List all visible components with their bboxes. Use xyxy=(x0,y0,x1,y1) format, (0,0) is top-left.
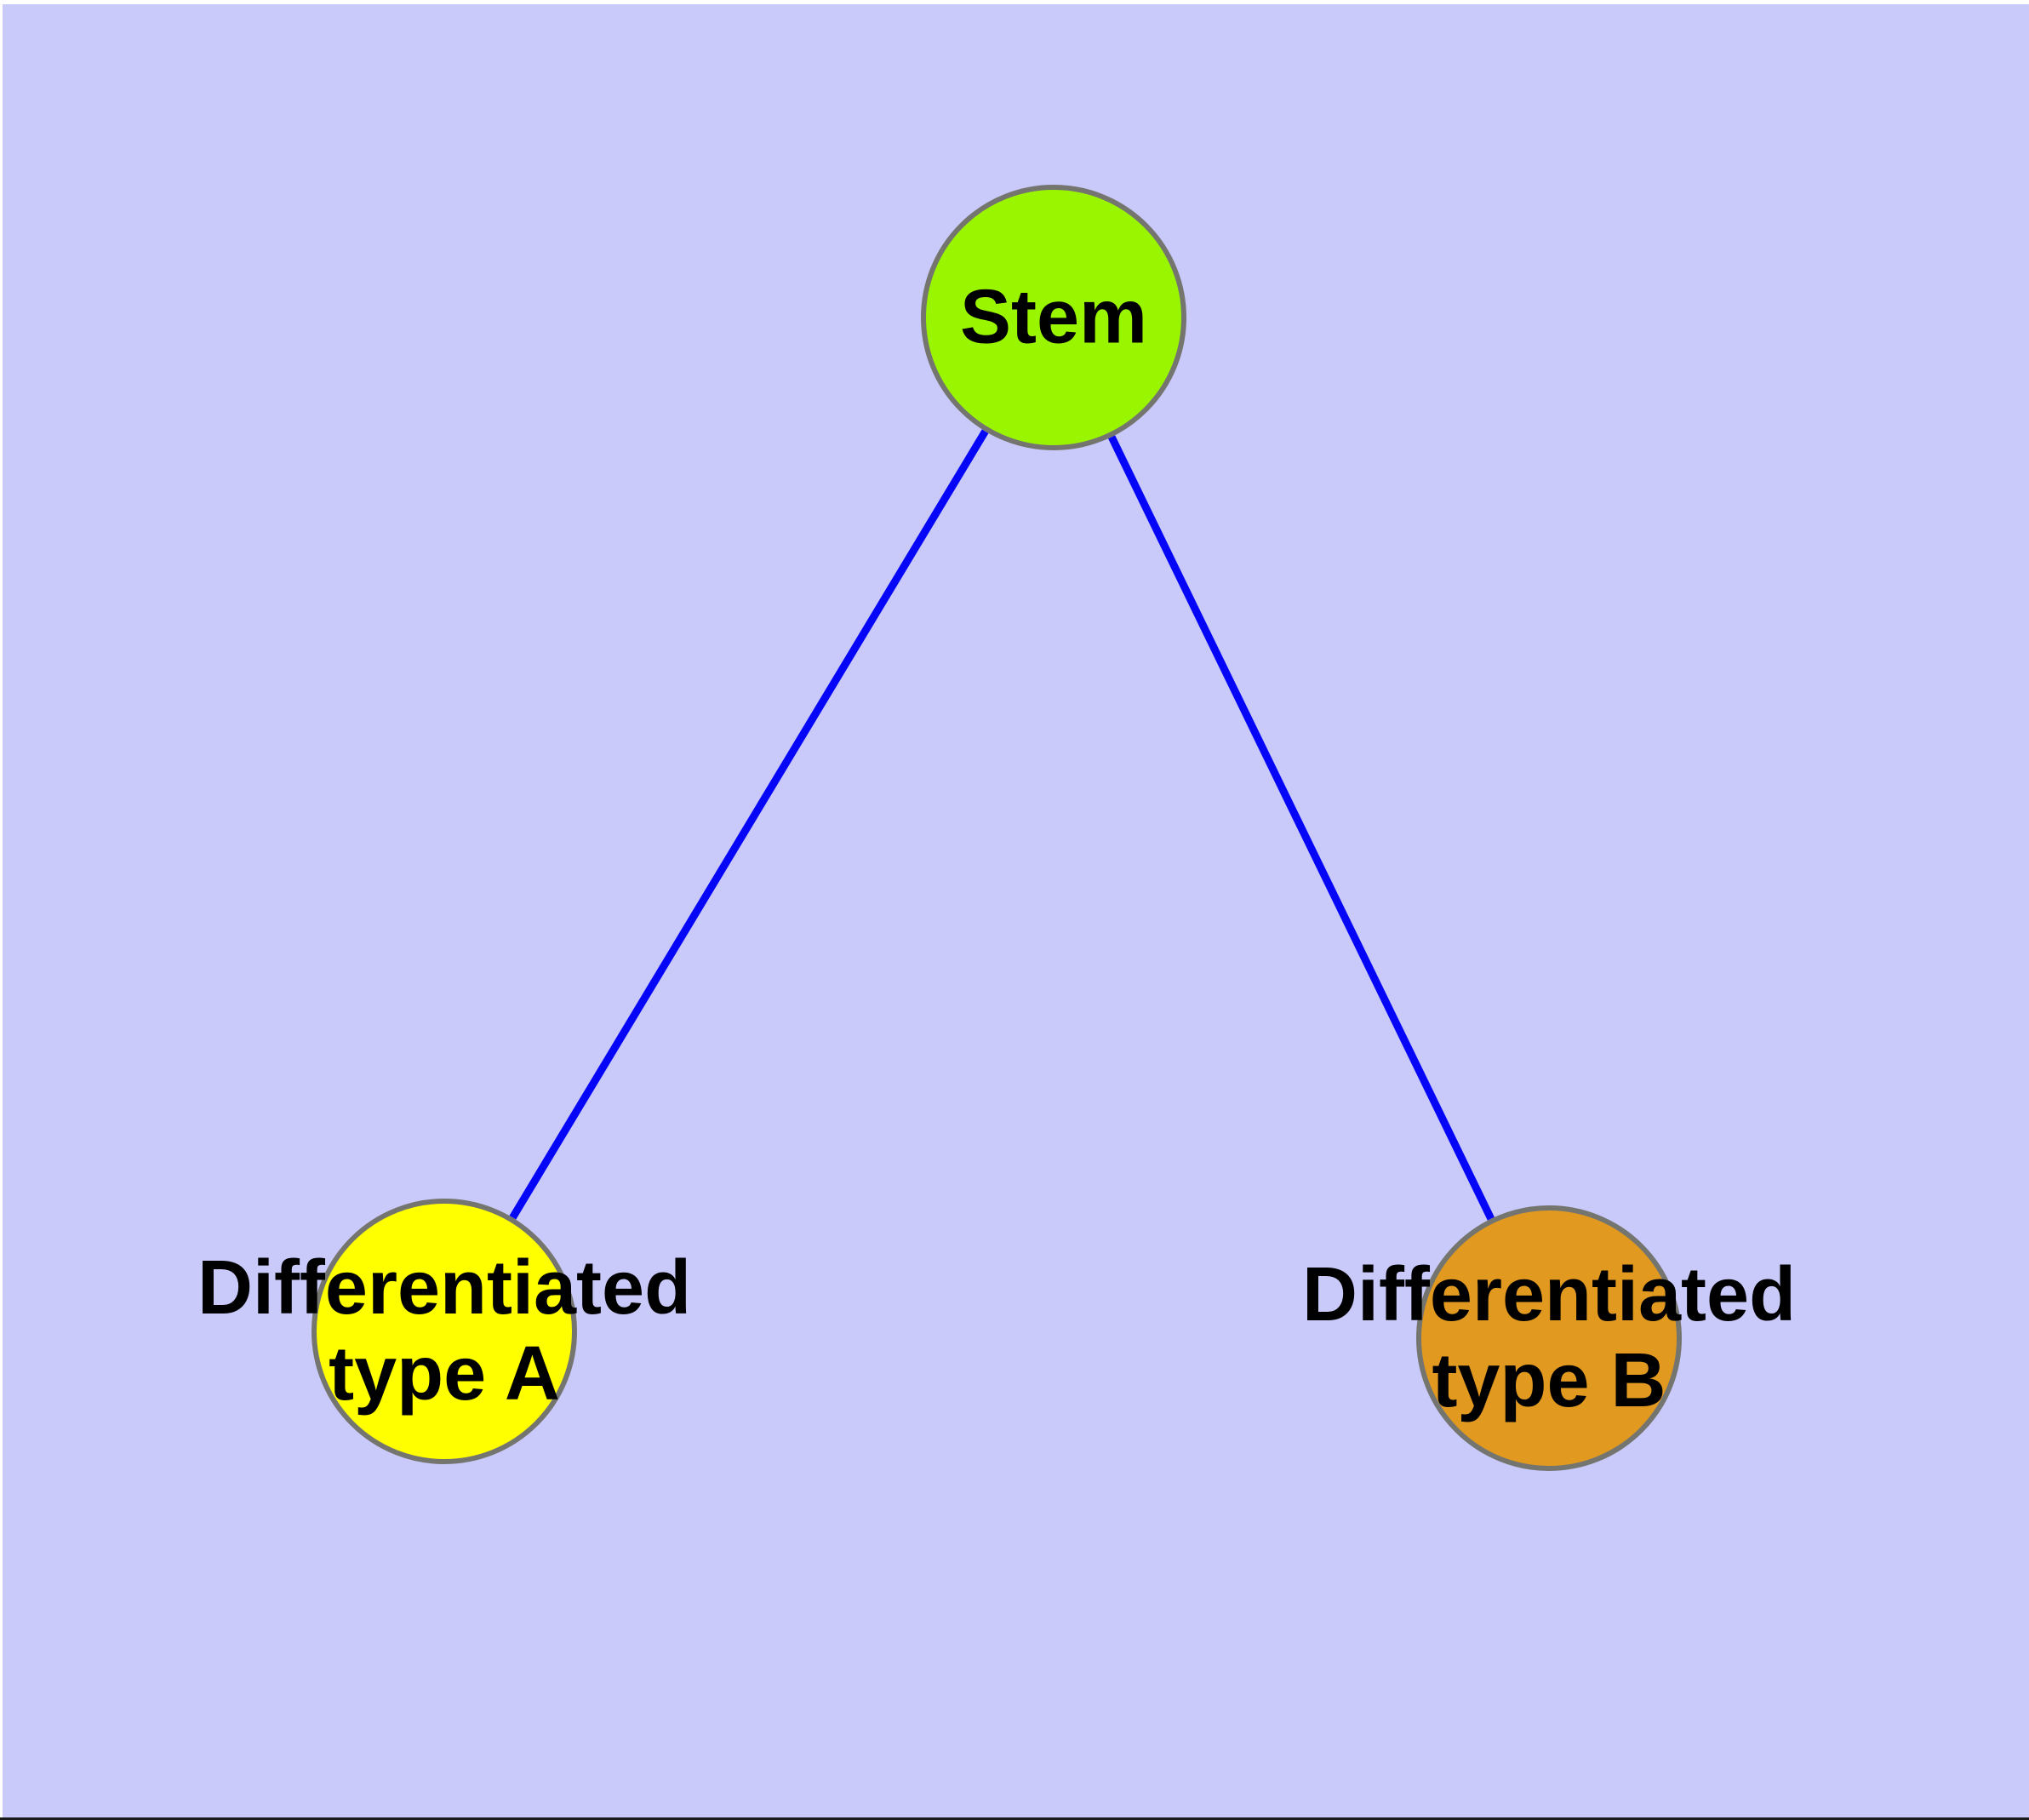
graph-svg xyxy=(311,185,1682,1471)
edge-stem-to-type-b xyxy=(1108,435,1495,1221)
node-stem-circle xyxy=(921,185,1186,450)
node-stem-label: Stem xyxy=(959,274,1148,360)
node-type-b-label: Differentiated type B xyxy=(1301,1252,1797,1423)
edge-stem-to-type-a xyxy=(509,429,989,1220)
node-type-a-label: Differentiated type A xyxy=(197,1245,692,1417)
node-type-a-circle xyxy=(311,1199,577,1464)
node-type-b-circle xyxy=(1416,1205,1682,1471)
image-bottom-border xyxy=(0,1817,2029,1820)
plot-canvas: Stem Differentiated type A Differentiate… xyxy=(3,4,2029,1817)
